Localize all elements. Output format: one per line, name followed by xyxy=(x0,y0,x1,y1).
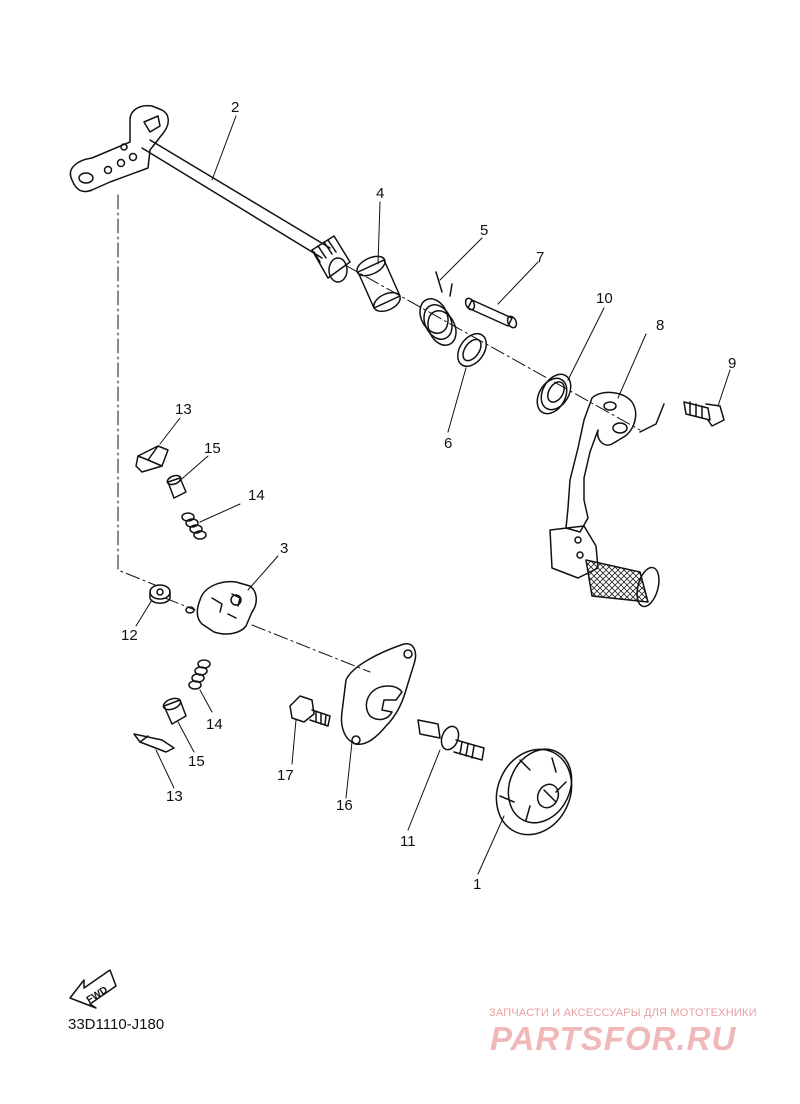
callout-11: 11 xyxy=(400,833,416,850)
diagram-code: 33D1110-J180 xyxy=(68,1016,165,1033)
callout-7: 7 xyxy=(536,249,544,266)
assembly-axis-lines xyxy=(117,194,641,673)
callout-5: 5 xyxy=(480,222,488,239)
callout-3: 3 xyxy=(280,540,288,557)
part-2-shift-shaft xyxy=(69,104,351,283)
callout-4: 4 xyxy=(376,185,384,202)
callout-1: 1 xyxy=(473,876,481,893)
part-4-bushing xyxy=(356,255,401,313)
watermark-logo: PARTSFOR.RU xyxy=(490,1020,737,1057)
part-16-segment-guide xyxy=(340,643,417,746)
callout-6: 6 xyxy=(444,435,452,452)
callout-numbers: 1 2 3 4 5 6 7 8 9 10 11 12 13 13 14 14 1… xyxy=(85,99,737,1006)
part-3-shift-segment xyxy=(185,580,257,635)
callout-2: 2 xyxy=(231,99,239,116)
part-13-segment-top xyxy=(135,445,169,473)
callout-15-bottom: 15 xyxy=(188,753,205,770)
watermark-tagline: ЗАПЧАСТИ И АКСЕССУАРЫ ДЛЯ МОТОТЕХНИКИ xyxy=(489,1007,757,1019)
callout-leader-lines xyxy=(135,115,731,875)
part-14-spring-top xyxy=(181,512,207,540)
part-8-shift-pedal xyxy=(549,391,660,608)
part-6-washer xyxy=(456,332,488,368)
callout-12: 12 xyxy=(121,627,138,644)
callout-13-bottom: 13 xyxy=(166,788,183,805)
fwd-label: FWD xyxy=(85,985,110,1006)
callout-13-top: 13 xyxy=(175,401,192,418)
callout-14-bottom: 14 xyxy=(206,716,223,733)
callout-9: 9 xyxy=(728,355,736,372)
callout-14-top: 14 xyxy=(248,487,265,504)
callout-15-top: 15 xyxy=(204,440,221,457)
callout-17: 17 xyxy=(277,767,294,784)
part-12-collar xyxy=(149,584,171,604)
part-15-stopper-top xyxy=(166,474,187,499)
part-15-stopper-bottom xyxy=(162,697,187,725)
callout-8: 8 xyxy=(656,317,664,334)
part-13-segment-bottom xyxy=(133,733,175,753)
callout-16: 16 xyxy=(336,797,353,814)
fwd-arrow-icon xyxy=(69,969,117,1009)
part-5-spring xyxy=(419,271,457,346)
part-14-spring-bottom xyxy=(188,659,211,690)
part-11-stud-bolt xyxy=(417,719,485,761)
part-10-oil-seal xyxy=(536,373,572,415)
callout-10: 10 xyxy=(596,290,613,307)
part-9-bolt xyxy=(639,401,725,433)
part-1-segment-cam xyxy=(495,748,573,836)
part-7-pin xyxy=(464,297,518,329)
part-17-bolt xyxy=(289,695,331,727)
